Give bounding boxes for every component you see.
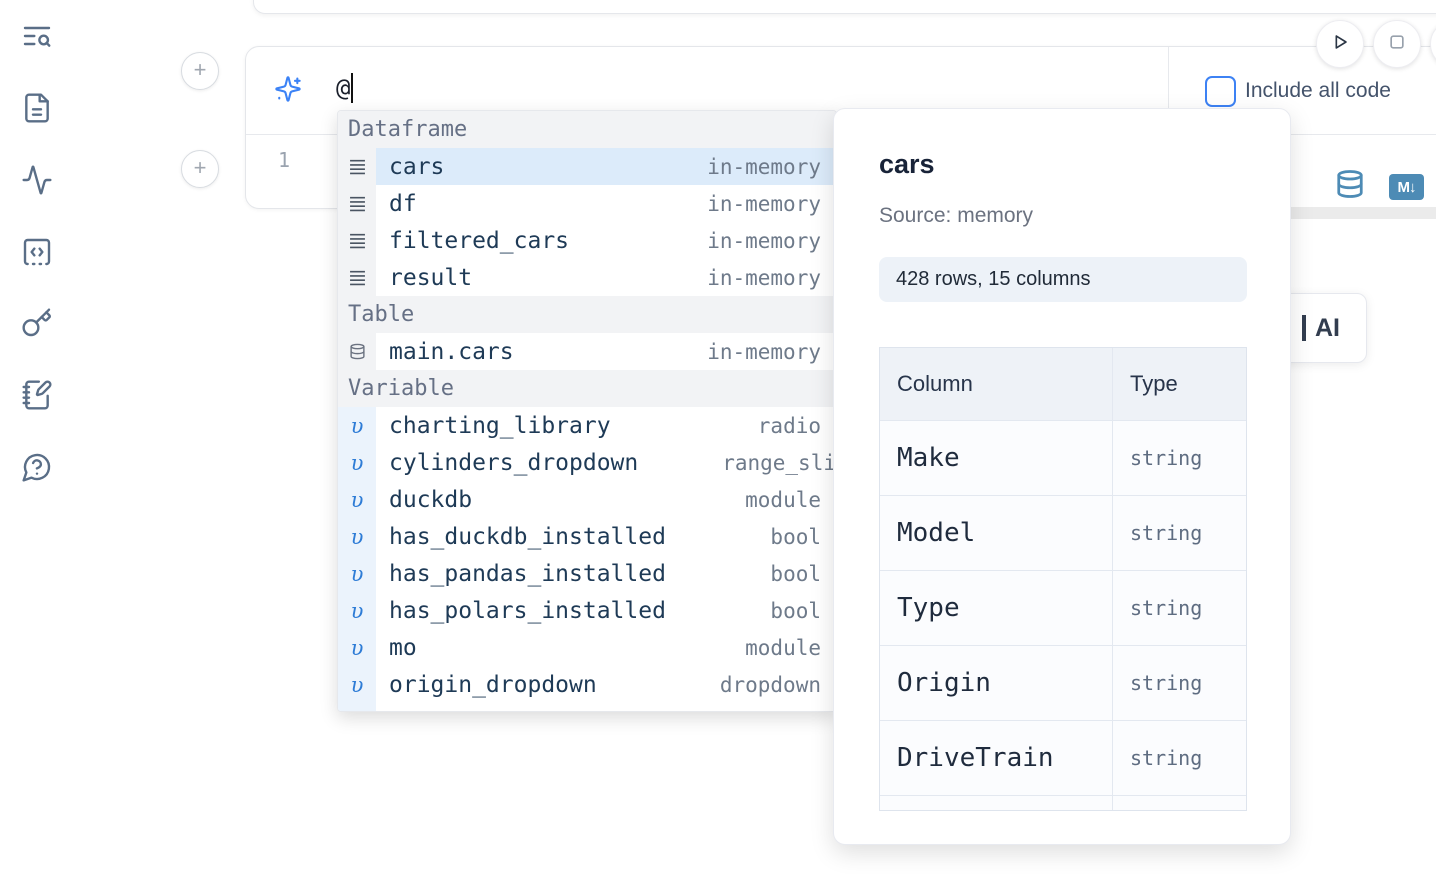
type-header: Type [1130, 371, 1178, 396]
previous-cell [253, 0, 1436, 14]
variable-icon: υ [338, 592, 376, 629]
sparkles-icon [274, 75, 302, 103]
completion-section-header: Variable [338, 370, 836, 407]
sidebar-item-secrets[interactable] [18, 306, 56, 344]
help-chat-icon [21, 451, 53, 488]
ai-button-label: AI [1315, 313, 1340, 342]
key-icon [21, 307, 53, 344]
line-number: 1 [277, 148, 290, 172]
completion-section-header: Dataframe [338, 111, 836, 148]
sidebar-item-scratchpad[interactable] [18, 378, 56, 416]
run-cell-button[interactable] [1316, 20, 1364, 68]
stop-square-icon [1387, 32, 1407, 57]
sidebar-item-help[interactable] [18, 450, 56, 488]
database-icon [338, 333, 376, 370]
completion-item-pandas[interactable]: υ pandasmodule [338, 703, 836, 711]
variable-icon: υ [338, 444, 376, 481]
ai-checkbox-divider [1168, 47, 1169, 134]
table-of-contents-search-icon [21, 20, 53, 57]
table-row: DriveTrain string [880, 720, 1246, 795]
sidebar-item-table-of-contents[interactable] [18, 19, 56, 57]
table-row: Model string [880, 495, 1246, 570]
schema-table: Column Type Make string Model string Typ… [879, 347, 1247, 811]
clipped-letter-fragment [1302, 315, 1306, 341]
play-icon [1329, 31, 1351, 58]
variable-icon: υ [338, 407, 376, 444]
table-row-partial [880, 795, 1246, 810]
text-cursor [351, 73, 354, 103]
variable-icon: υ [338, 555, 376, 592]
variable-icon: υ [338, 703, 376, 711]
code-snippets-icon [21, 236, 53, 273]
table-row: Origin string [880, 645, 1246, 720]
dataframe-icon [338, 259, 376, 296]
file-document-icon [21, 92, 53, 129]
dataframe-preview-panel: cars Source: memory 428 rows, 15 columns… [833, 108, 1291, 845]
variable-icon: υ [338, 481, 376, 518]
sidebar [0, 0, 70, 874]
include-all-code-label: Include all code [1245, 79, 1391, 102]
add-cell-button-bottom[interactable]: + [181, 150, 219, 188]
variable-icon: υ [338, 518, 376, 555]
stop-cell-button[interactable] [1373, 20, 1421, 68]
preview-source: Source: memory [879, 204, 1034, 227]
dataframe-icon [338, 185, 376, 222]
dataframe-icon [338, 222, 376, 259]
variable-icon: υ [338, 629, 376, 666]
column-header: Column [880, 348, 1113, 420]
preview-title: cars [879, 149, 935, 179]
include-all-code-checkbox[interactable] [1205, 76, 1236, 107]
table-row: Type string [880, 570, 1246, 645]
ai-prompt-input[interactable]: @ [336, 73, 354, 103]
database-icon[interactable] [1335, 169, 1365, 199]
sidebar-item-snippets[interactable] [18, 235, 56, 273]
add-cell-button-top[interactable]: + [181, 52, 219, 90]
scratchpad-notebook-icon [21, 379, 53, 416]
dataframe-icon [338, 148, 376, 185]
sidebar-item-activity[interactable] [18, 163, 56, 201]
table-row: Make string [880, 420, 1246, 495]
completion-section-header: Table [338, 296, 836, 333]
activity-icon [21, 164, 53, 201]
ai-prompt-value: @ [336, 74, 351, 102]
variable-icon: υ [338, 666, 376, 703]
markdown-export-icon[interactable]: M↓ [1389, 174, 1424, 200]
sidebar-item-files[interactable] [18, 91, 56, 129]
preview-shape-badge: 428 rows, 15 columns [879, 257, 1247, 302]
schema-table-header: Column Type [880, 348, 1246, 420]
